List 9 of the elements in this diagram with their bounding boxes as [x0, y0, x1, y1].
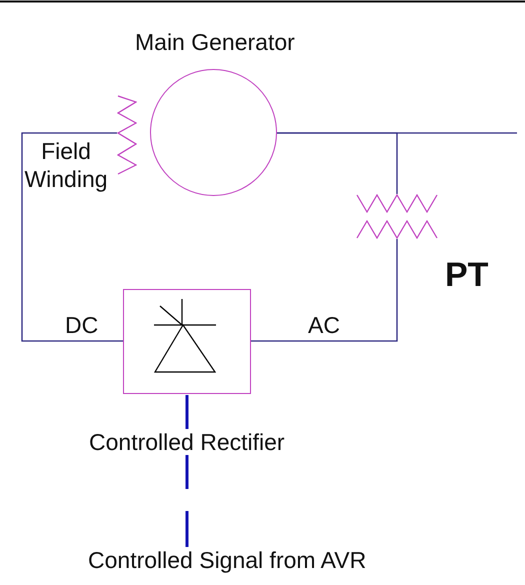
component-label: Field Winding [23, 136, 109, 192]
signal-line [186, 394, 188, 547]
wire [277, 132, 398, 194]
signal-label: Controlled Signal from AVR [88, 547, 366, 574]
wire [21, 132, 123, 342]
component-label: Main Generator [135, 29, 295, 56]
component-label: PT [445, 256, 488, 296]
component-label: Controlled Rectifier [89, 429, 285, 456]
wire [251, 239, 398, 342]
